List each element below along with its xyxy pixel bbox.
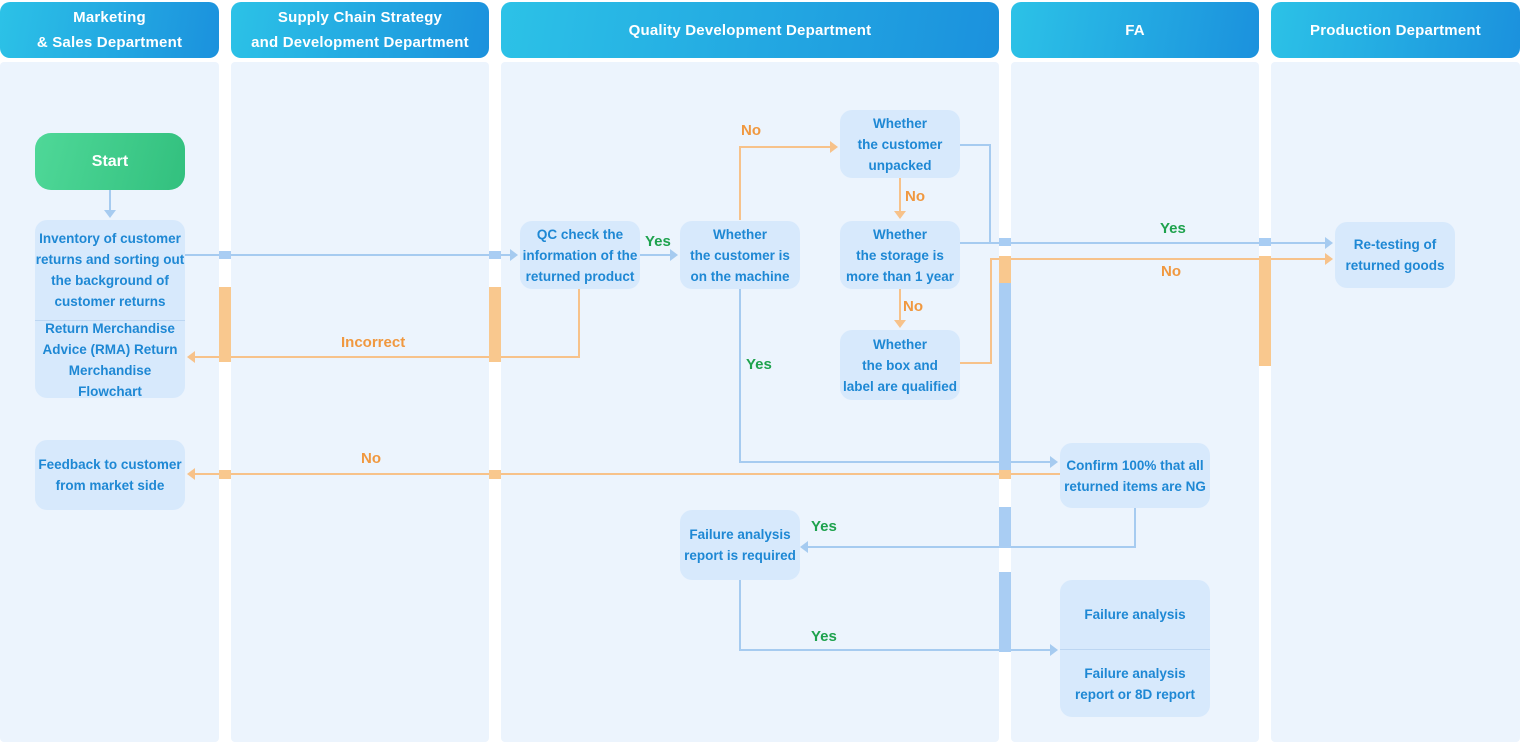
edge-onmachine-yes-v	[739, 289, 741, 462]
edge-unpacked-no	[899, 178, 901, 211]
edge-label-incorrect: Incorrect	[341, 334, 406, 351]
edge-boxlabel-no-h1	[960, 362, 992, 364]
edge-storage-yes-to-retesting	[960, 242, 1325, 244]
node-box-label-qualified[interactable]: Whether the box and label are qualified	[840, 330, 960, 400]
lane-bridge-orange	[489, 287, 501, 362]
edge-storage-no	[899, 289, 901, 320]
edge-qc-to-onmachine	[640, 254, 670, 256]
lane-bridge-blue	[1259, 238, 1271, 246]
arrowhead-into-failure-analysis	[1050, 644, 1058, 656]
node-customer-on-machine[interactable]: Whether the customer is on the machine	[680, 221, 800, 289]
node-rma[interactable]: Return Merchandise Advice (RMA) Return M…	[35, 320, 185, 399]
edge-onmachine-no-h	[739, 146, 830, 148]
lane-header-fa[interactable]: FA	[1011, 2, 1259, 58]
node-failure-analysis-stack[interactable]: Failure analysis Failure analysis report…	[1060, 580, 1210, 717]
edge-label-machine-yes: Yes	[746, 356, 772, 373]
lane-supply-chain	[231, 62, 489, 742]
edge-qc-incorrect-v	[578, 289, 580, 358]
lane-bridge-blue	[999, 283, 1011, 476]
lane-bridge-blue	[999, 507, 1011, 548]
edge-qc-incorrect-h	[195, 356, 580, 358]
arrowhead-into-onmachine	[670, 249, 678, 261]
node-retesting[interactable]: Re-testing of returned goods	[1335, 222, 1455, 288]
edge-boxlabel-no-h2	[990, 258, 1325, 260]
arrowhead-into-storage	[894, 211, 906, 219]
edge-inventory-to-qc	[185, 254, 510, 256]
node-feedback[interactable]: Feedback to customer from market side	[35, 440, 185, 510]
lane-bridge-blue	[489, 251, 501, 259]
edge-label-machine-no: No	[741, 122, 761, 139]
edge-label-boxlabel-no: No	[1161, 263, 1181, 280]
lane-bridge-blue	[999, 572, 1011, 652]
arrowhead-into-inventory	[104, 210, 116, 218]
node-inventory-rma-stack[interactable]: Inventory of customer returns and sortin…	[35, 220, 185, 399]
edge-unpacked-right-h	[960, 144, 991, 146]
arrowhead-into-feedback	[187, 468, 195, 480]
arrowhead-into-rma	[187, 351, 195, 363]
edge-confirm-no-to-feedback	[195, 473, 1060, 475]
edge-onmachine-yes-h	[739, 461, 1050, 463]
lane-header-supply-chain[interactable]: Supply Chain Strategy and Development De…	[231, 2, 489, 58]
node-inventory[interactable]: Inventory of customer returns and sortin…	[35, 231, 185, 309]
node-failure-analysis[interactable]: Failure analysis	[1084, 607, 1186, 622]
lane-bridge-blue	[219, 251, 231, 259]
lane-header-marketing-sales[interactable]: Marketing & Sales Department	[0, 2, 219, 58]
arrowhead-into-qc	[510, 249, 518, 261]
lane-bridge-orange	[489, 470, 501, 479]
edge-confirm-yes-v	[1134, 508, 1136, 548]
edge-label-qc-yes: Yes	[645, 233, 671, 250]
edge-label-confirm-yes: Yes	[811, 518, 837, 535]
lane-production	[1271, 62, 1520, 742]
node-qc-check[interactable]: QC check the information of the returned…	[520, 221, 640, 289]
edge-label-confirm-no: No	[361, 450, 381, 467]
node-start[interactable]: Start	[35, 133, 185, 190]
lane-header-quality-development[interactable]: Quality Development Department	[501, 2, 999, 58]
arrowhead-into-boxlabel	[894, 320, 906, 328]
edge-boxlabel-no-v	[990, 259, 992, 364]
node-fa-8d-report[interactable]: Failure analysis report or 8D report	[1060, 649, 1210, 717]
node-fa-report-required[interactable]: Failure analysis report is required	[680, 510, 800, 580]
edge-label-storage-yes: Yes	[1160, 220, 1186, 237]
edge-label-storage-no: No	[903, 298, 923, 315]
edge-onmachine-no-v	[739, 146, 741, 220]
lane-header-production[interactable]: Production Department	[1271, 2, 1520, 58]
node-confirm-ng[interactable]: Confirm 100% that all returned items are…	[1060, 443, 1210, 508]
arrowhead-into-farequired	[800, 541, 808, 553]
edge-farequired-yes-h	[739, 649, 1050, 651]
node-customer-unpacked[interactable]: Whether the customer unpacked	[840, 110, 960, 178]
arrowhead-into-retesting-no	[1325, 253, 1333, 265]
arrowhead-into-confirm	[1050, 456, 1058, 468]
edge-label-fa-yes: Yes	[811, 628, 837, 645]
node-storage-one-year[interactable]: Whether the storage is more than 1 year	[840, 221, 960, 289]
edge-confirm-yes-h	[808, 546, 1135, 548]
lane-bridge-orange	[219, 470, 231, 479]
arrowhead-into-unpacked	[830, 141, 838, 153]
lane-bridge-blue	[999, 238, 1011, 246]
edge-unpacked-right-v	[989, 144, 991, 244]
edge-start-to-inventory	[109, 190, 111, 210]
arrowhead-into-retesting-yes	[1325, 237, 1333, 249]
edge-farequired-yes-v	[739, 580, 741, 651]
lane-bridge-orange	[999, 256, 1011, 284]
lane-bridge-orange	[219, 287, 231, 362]
edge-label-unpacked-no: No	[905, 188, 925, 205]
lane-bridge-orange	[999, 470, 1011, 479]
lane-bridge-orange	[1259, 256, 1271, 366]
